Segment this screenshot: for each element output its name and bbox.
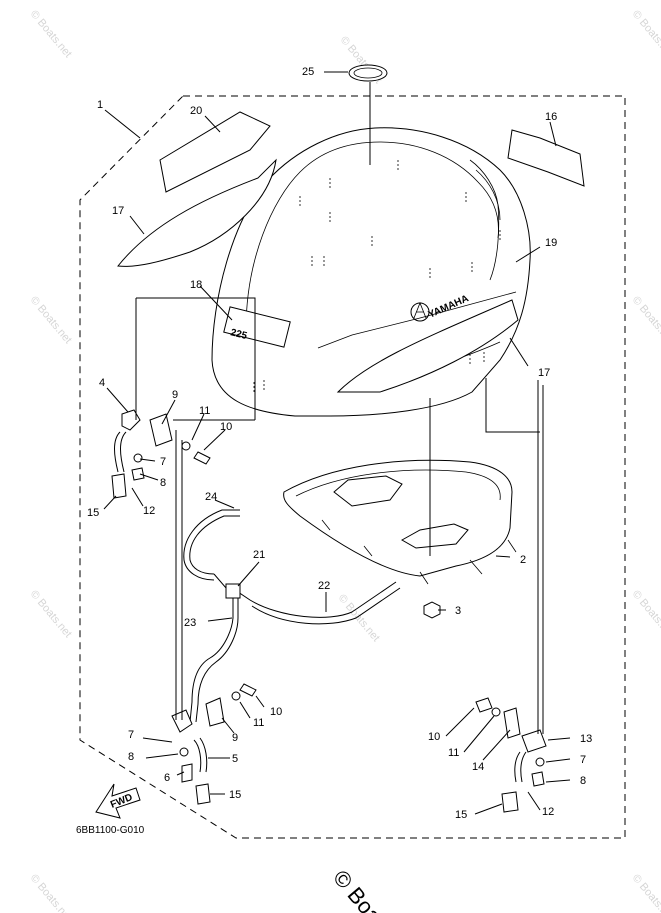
callout-10: 10 — [428, 731, 440, 743]
callout-9: 9 — [172, 389, 178, 401]
callout-1: 1 — [97, 99, 103, 111]
decal-16 — [507, 129, 585, 187]
callout-15: 15 — [229, 789, 241, 801]
grommet-3 — [423, 601, 441, 619]
callout-16: 16 — [545, 111, 557, 123]
fwd-arrow-icon: FWD — [95, 783, 141, 819]
callout-12: 12 — [542, 806, 554, 818]
callout-24: 24 — [205, 491, 217, 503]
callout-6: 6 — [164, 772, 170, 784]
watermark: © Boats.net — [28, 872, 74, 913]
fwd-label: FWD — [109, 792, 134, 811]
decal-17-left — [117, 158, 277, 267]
callout-8: 8 — [128, 751, 134, 763]
model-decal — [223, 306, 291, 348]
watermark: © Boats.net — [28, 588, 74, 640]
hose-assembly — [183, 509, 401, 723]
callout-3: 3 — [455, 605, 461, 617]
decal-20 — [159, 111, 271, 193]
callout-labels: 1 20 25 16 17 19 18 17 4 9 11 10 7 8 12 … — [87, 66, 592, 821]
watermark: © Boats.net — [28, 294, 74, 346]
assembly-frame — [79, 95, 626, 839]
callout-9: 9 — [232, 732, 238, 744]
callout-19: 19 — [545, 237, 557, 249]
callout-4: 4 — [99, 377, 105, 389]
callout-17: 17 — [538, 367, 550, 379]
callout-20: 20 — [190, 105, 202, 117]
watermark: © Boats.net — [630, 872, 661, 913]
callout-12: 12 — [143, 505, 155, 517]
callout-2: 2 — [520, 554, 526, 566]
bracket-assembly-4 — [111, 409, 211, 499]
callout-10: 10 — [220, 421, 232, 433]
bracket-assembly-lower-left — [171, 430, 257, 805]
watermark: © Boats.net — [630, 588, 661, 640]
watermark: © Boats.net — [336, 592, 382, 644]
callout-7: 7 — [128, 729, 134, 741]
callout-21: 21 — [253, 549, 265, 561]
callout-8: 8 — [580, 775, 586, 787]
bracket-assembly-right — [475, 380, 547, 813]
callout-5: 5 — [232, 753, 238, 765]
callout-11: 11 — [253, 717, 264, 729]
callout-17: 17 — [112, 205, 124, 217]
callout-13: 13 — [580, 733, 592, 745]
lower-cover-2 — [283, 459, 517, 585]
callout-15: 15 — [87, 507, 99, 519]
callout-7: 7 — [580, 754, 586, 766]
watermark: © Boats.net — [630, 294, 661, 346]
model-decal-text: 225 — [229, 327, 248, 342]
callout-25: 25 — [302, 66, 314, 78]
callout-10: 10 — [270, 706, 282, 718]
callout-23: 23 — [184, 617, 196, 629]
callout-22: 22 — [318, 580, 330, 592]
watermark-large: © Boa — [328, 865, 387, 913]
leader-lines — [103, 71, 571, 815]
decal-17-right — [336, 299, 519, 393]
seal-25 — [348, 64, 388, 82]
callout-7: 7 — [160, 456, 166, 468]
callout-15: 15 — [455, 809, 467, 821]
callout-11: 11 — [448, 747, 459, 759]
callout-11: 11 — [199, 405, 210, 417]
diagram-code: 6BB1100-G010 — [76, 825, 145, 836]
watermark: © Boats.net — [28, 8, 74, 60]
washer-11-icon — [181, 441, 191, 451]
callout-8: 8 — [160, 477, 166, 489]
watermark: © Boats.net — [630, 8, 661, 60]
callout-18: 18 — [190, 279, 202, 291]
callout-14: 14 — [472, 761, 484, 773]
